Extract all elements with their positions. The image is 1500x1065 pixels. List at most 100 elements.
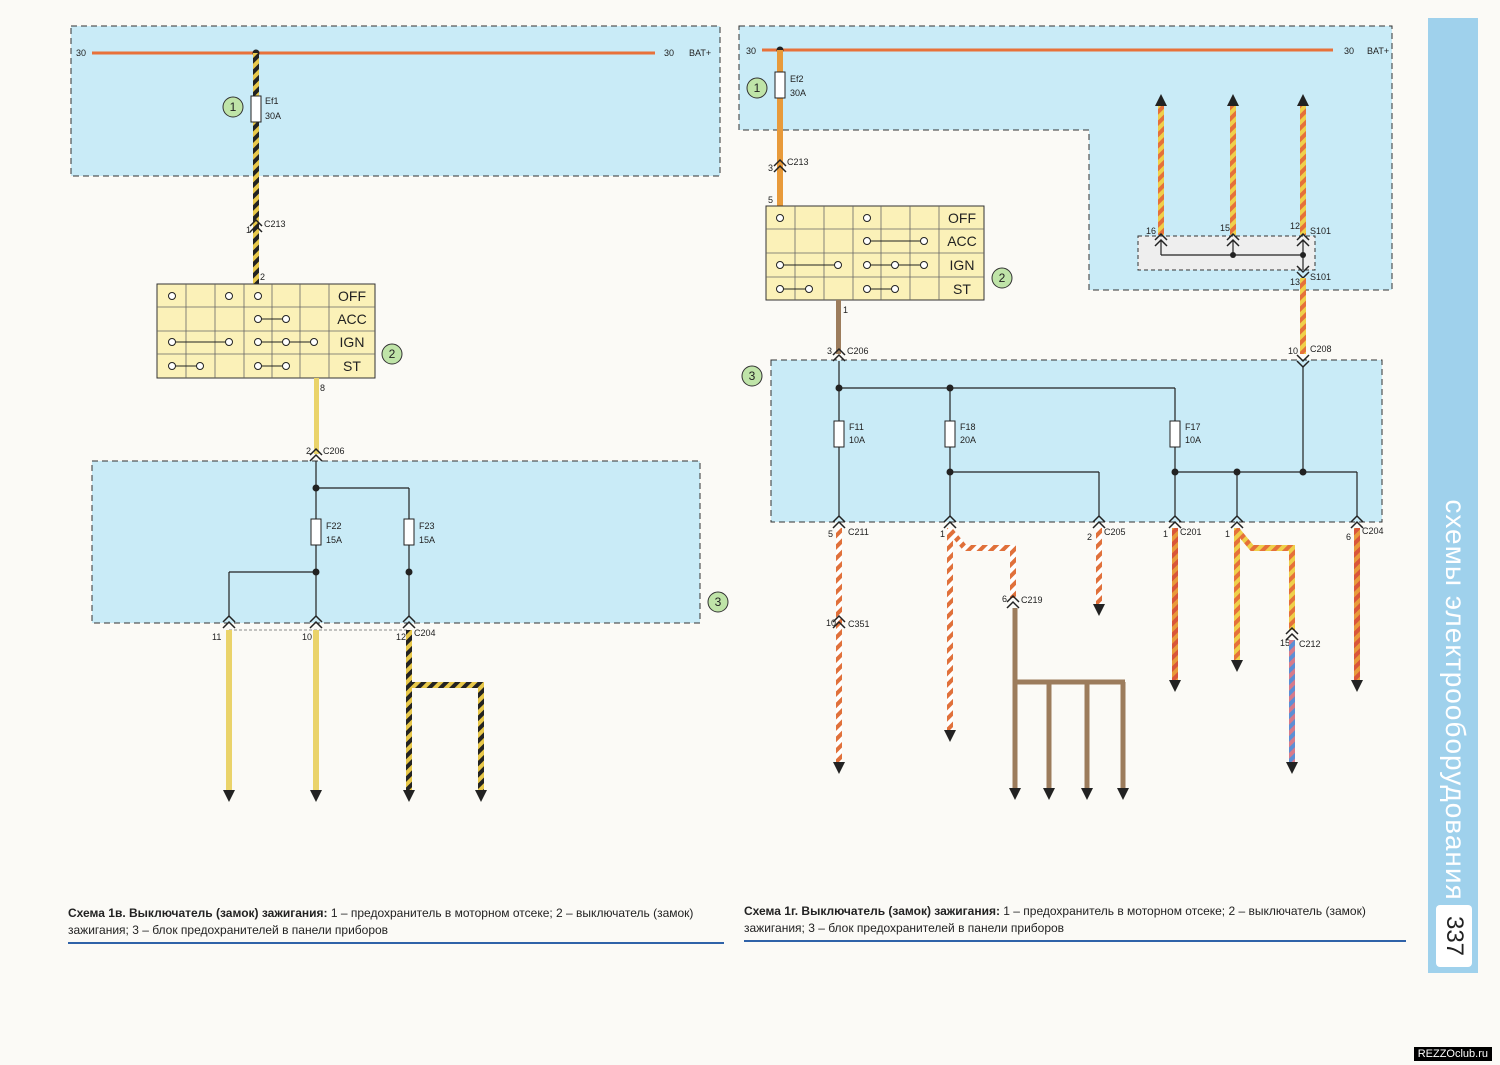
- right-engine-fuse-zone: [738, 25, 1393, 291]
- left-fuse-ef1: [250, 95, 262, 123]
- section-side-tab-label: схемы электрооборудования: [1440, 499, 1471, 901]
- left-wire-main: [253, 53, 259, 285]
- right-c213-connector: [773, 158, 787, 173]
- right-out-wire-blue: [1289, 640, 1295, 762]
- right-c206-connector: [832, 347, 846, 362]
- left-out-wire-10: [313, 630, 319, 790]
- right-s101-pin-16: 16: [1146, 226, 1156, 236]
- right-c208-pin: 10: [1288, 346, 1298, 356]
- section-side-tab: [1428, 18, 1478, 973]
- left-out-wire-11: [226, 630, 232, 790]
- left-c206-pin: 2: [306, 446, 311, 456]
- left-callout-1: 1: [222, 96, 244, 118]
- left-ef1-rating: 30A: [265, 111, 281, 121]
- left-caption: Схема 1в. Выключатель (замок) зажигания:…: [68, 905, 724, 939]
- right-f18-rating: 20A: [960, 435, 976, 445]
- right-bat-label: BAT+: [1367, 46, 1389, 56]
- left-switch-state-acc: ACC: [337, 311, 367, 327]
- right-out-wire-c212: [1234, 528, 1295, 660]
- left-c204-name: C204: [414, 628, 436, 638]
- left-callout-3: 3: [707, 591, 729, 613]
- right-s101-pin-12: 12: [1290, 221, 1300, 231]
- svg-text:1: 1: [230, 100, 237, 114]
- right-up-wire-12: [1300, 105, 1306, 235]
- right-c219-connector: [1006, 594, 1020, 609]
- right-fuse-f17: [1169, 420, 1181, 448]
- right-wire-ign: [836, 300, 841, 354]
- right-brown-harness: [1012, 608, 1126, 788]
- right-c204-pin: 6: [1346, 532, 1351, 542]
- right-c213-name: C213: [787, 157, 809, 167]
- left-wire-ign: [314, 378, 319, 454]
- left-panel-fuse-zone: [91, 460, 701, 624]
- left-c213-pin: 1: [246, 225, 251, 235]
- left-out-pin-12: 12: [396, 632, 406, 642]
- right-switch-state-st: ST: [953, 281, 971, 297]
- svg-text:2: 2: [999, 271, 1006, 285]
- right-node-a: [835, 384, 843, 392]
- left-f23-rating: 15A: [419, 535, 435, 545]
- right-f18-name: F18: [960, 422, 976, 432]
- right-output-arrows: [833, 604, 1363, 800]
- right-up-wire-15: [1230, 105, 1236, 235]
- left-f22-rating: 15A: [326, 535, 342, 545]
- right-c208-name: C208: [1310, 344, 1332, 354]
- left-caption-rule: [68, 942, 724, 944]
- right-callout-2: 2: [991, 267, 1013, 289]
- left-bat-label: BAT+: [689, 48, 711, 58]
- left-engine-fuse-zone: [70, 25, 721, 177]
- right-out-wire-c204: [1354, 528, 1360, 680]
- right-c219-pin: 6: [1002, 594, 1007, 604]
- right-s101-node: [1230, 252, 1236, 258]
- right-caption-rule: [744, 940, 1406, 942]
- right-c212-up-pin: 1: [1225, 529, 1230, 539]
- right-switch-state-off: OFF: [948, 210, 976, 226]
- right-panel-fuse-zone: [770, 359, 1383, 523]
- right-fuse-f11: [833, 420, 845, 448]
- left-bus-label-left: 30: [76, 48, 86, 58]
- right-caption-body: 1 – предохранитель в моторном отсеке; 2 …: [744, 904, 1366, 935]
- right-ef2-rating: 30A: [790, 88, 806, 98]
- left-c213-connector: [249, 218, 263, 233]
- left-fuse-f23: [403, 518, 415, 546]
- svg-text:2: 2: [389, 347, 396, 361]
- right-c211-pin: 5: [828, 529, 833, 539]
- right-f18-out-pin: 1: [940, 529, 945, 539]
- right-s101-name-bottom: S101: [1310, 272, 1331, 282]
- right-c205-pin: 2: [1087, 532, 1092, 542]
- page-number-badge: 337: [1436, 905, 1472, 967]
- right-out-wire-c205: [1096, 528, 1102, 604]
- right-ignition-switch: OFF ACC IGN ST: [765, 205, 985, 301]
- right-s101-pin-13: 13: [1290, 277, 1300, 287]
- right-c212-name: C212: [1299, 639, 1321, 649]
- left-diagram: 30 30 BAT+ Ef1 30A 1 1 C213 2: [70, 25, 729, 802]
- right-s101-node-2: [1300, 252, 1306, 258]
- right-s101-splice: [1137, 235, 1316, 271]
- left-out-pin-11: 11: [212, 632, 221, 642]
- left-switch-state-ign: IGN: [340, 334, 365, 350]
- right-c212-pin: 15: [1280, 638, 1290, 648]
- right-f17-name: F17: [1185, 422, 1201, 432]
- left-f22-name: F22: [326, 521, 342, 531]
- right-c206-pin: 3: [827, 346, 832, 356]
- right-f11-rating: 10A: [849, 435, 865, 445]
- left-out-pin-10: 10: [302, 632, 312, 642]
- left-switch-state-off: OFF: [338, 288, 366, 304]
- right-c351-pin: 10: [826, 618, 836, 628]
- right-c206-name: C206: [847, 346, 869, 356]
- right-out-wire-f18: [947, 528, 1016, 730]
- right-switch-state-acc: ACC: [947, 233, 977, 249]
- left-output-arrows: [223, 790, 487, 802]
- right-c201-name: C201: [1180, 527, 1202, 537]
- right-node-e: [1233, 468, 1241, 476]
- right-c204-name: C204: [1362, 526, 1384, 536]
- right-ef2-name: Ef2: [790, 74, 804, 84]
- right-switch-state-ign: IGN: [950, 257, 975, 273]
- right-c211-name: C211: [848, 527, 869, 537]
- left-out-wire-12: [406, 630, 412, 790]
- left-out-wire-12b: [478, 682, 484, 790]
- right-bottom-connectors: [832, 514, 1364, 529]
- left-node-f23: [405, 568, 413, 576]
- right-c219-name: C219: [1021, 595, 1043, 605]
- right-fuse-f18: [944, 420, 956, 448]
